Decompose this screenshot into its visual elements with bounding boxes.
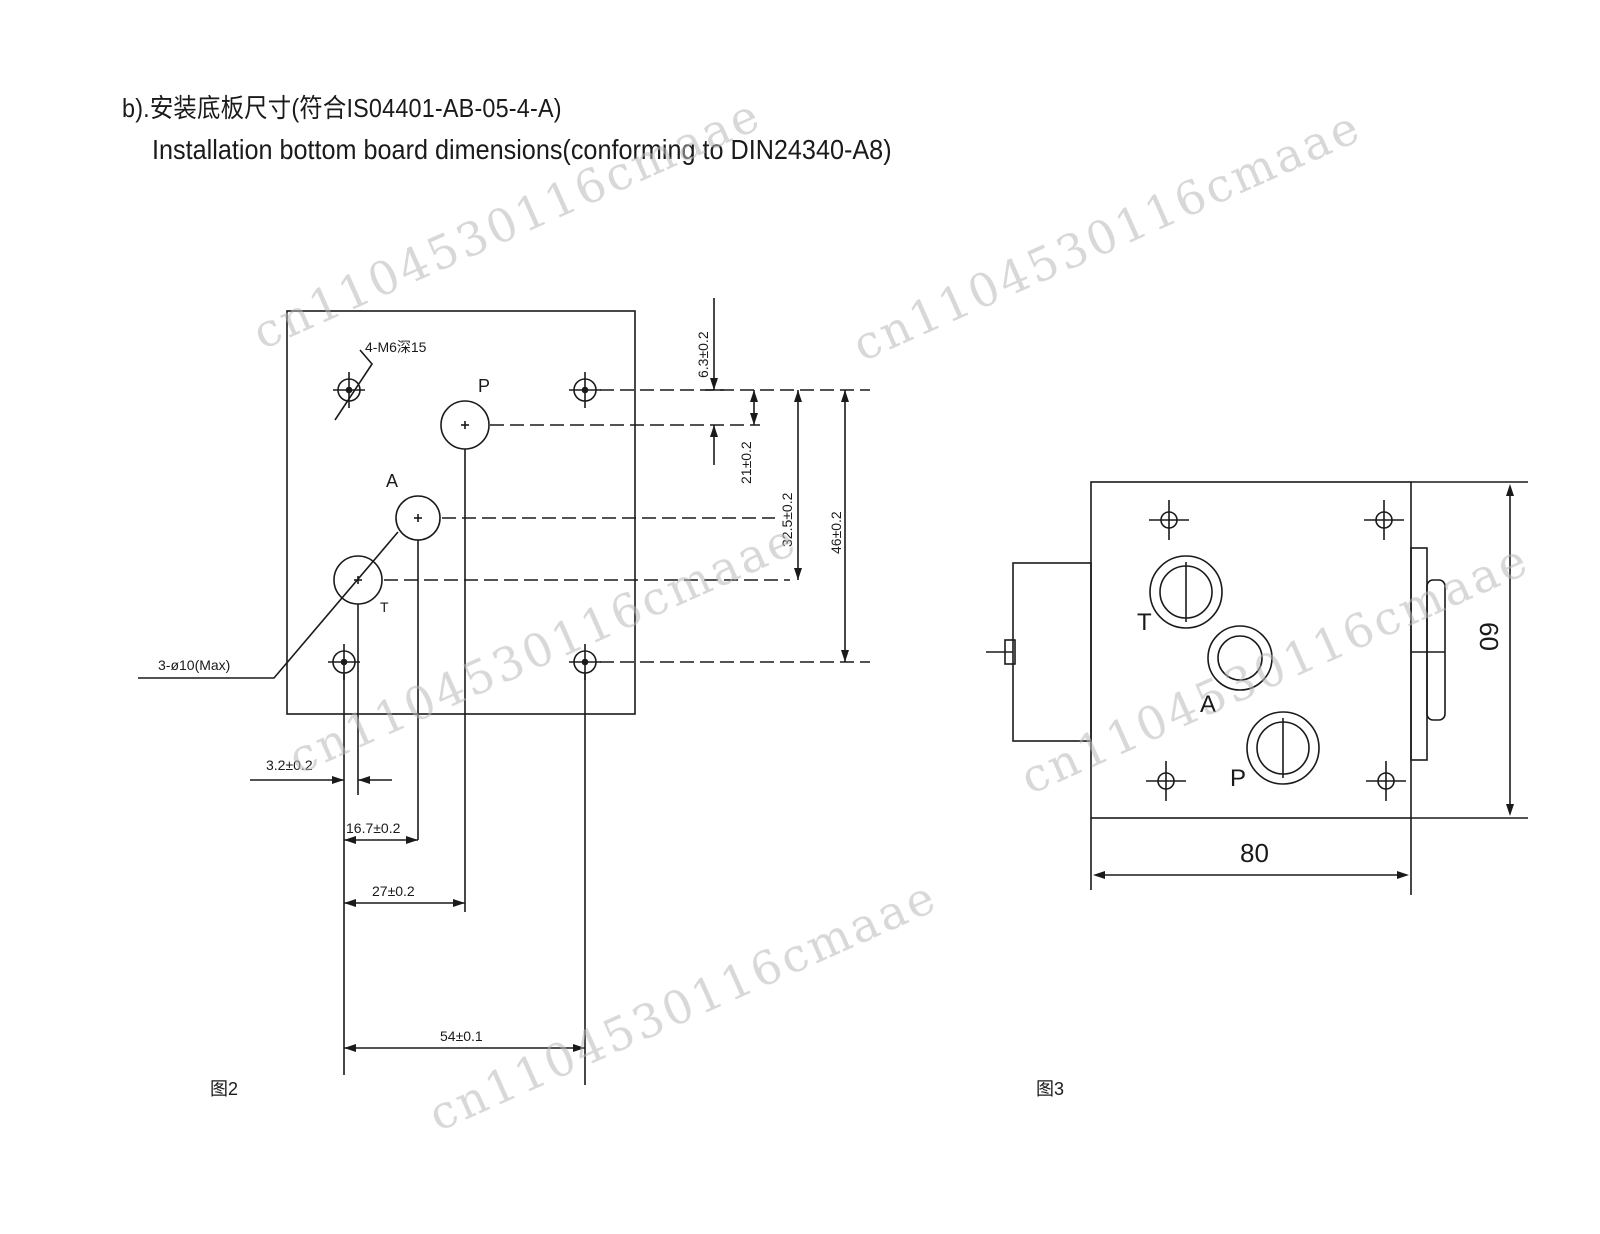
watermark: cn1104530116cmaae cn1104530116cmaae cn11…	[245, 87, 1538, 1142]
fig3-height-dim: 60	[1474, 622, 1504, 651]
fig3-port-t-label: T	[1137, 609, 1152, 636]
svg-text:cn1104530116cmaae: cn1104530116cmaae	[845, 99, 1370, 372]
fig3-bolt-top-right	[1364, 500, 1404, 540]
dim-a-x: 16.7±0.2	[346, 820, 401, 836]
bolt-hole-top-right	[569, 372, 601, 408]
dim-bolt-span: 46±0.2	[828, 511, 844, 554]
port-p-label: P	[478, 376, 490, 396]
thread-note: 4-M6深15	[365, 339, 427, 355]
fig3-width-dim: 80	[1240, 838, 1269, 868]
svg-text:cn1104530116cmaae: cn1104530116cmaae	[245, 87, 770, 360]
dim-top-offset: 6.3±0.2	[695, 331, 711, 378]
svg-text:cn1104530116cmaae: cn1104530116cmaae	[421, 869, 946, 1142]
dim-t-x: 3.2±0.2	[266, 757, 313, 773]
fig3-port-p	[1246, 711, 1320, 785]
solenoid-housing	[1012, 562, 1092, 742]
section-title: b).安装底板尺寸(符合IS04401-AB-05-4-A)	[122, 93, 562, 123]
fig3-port-a	[1207, 625, 1273, 691]
fig3-port-a-label: A	[1200, 691, 1216, 718]
dim-p-offset: 21±0.2	[738, 441, 754, 484]
dim-p-x: 27±0.2	[372, 883, 415, 899]
fig3-bolt-bottom-left	[1146, 761, 1186, 801]
bolt-hole-top-left	[333, 372, 365, 408]
fig3-port-p-label: P	[1230, 765, 1246, 792]
svg-text:cn1104530116cmaae: cn1104530116cmaae	[281, 512, 806, 785]
mounting-plate-outline	[286, 310, 636, 715]
fig3-bolt-bottom-right	[1366, 761, 1406, 801]
dim-a-offset: 32.5±0.2	[779, 492, 795, 547]
figure3-caption: 图3	[1036, 1079, 1064, 1099]
figure2-caption: 图2	[210, 1079, 238, 1099]
fig3-bolt-top-left	[1149, 500, 1189, 540]
port-t-label: T	[380, 599, 389, 615]
dim-bolt-x: 54±0.1	[440, 1028, 483, 1044]
fig3-port-t	[1149, 555, 1223, 629]
port-a-label: A	[386, 471, 398, 491]
port-size-note: 3-ø10(Max)	[158, 657, 230, 673]
section-subtitle: Installation bottom board dimensions(con…	[152, 134, 892, 165]
